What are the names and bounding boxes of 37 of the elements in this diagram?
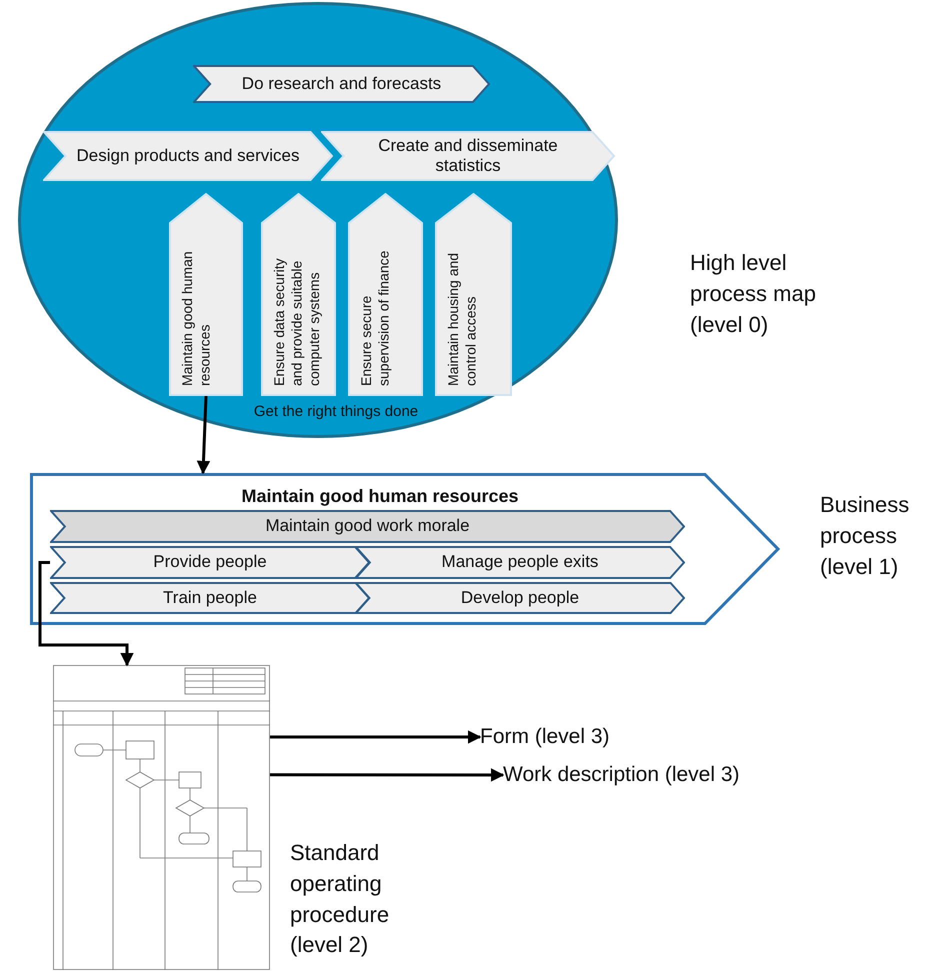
- process-label: Maintain good work morale: [264, 515, 471, 538]
- process-label: Train people: [162, 586, 258, 609]
- pillar-banner: [261, 193, 336, 396]
- arrow: [38, 561, 134, 666]
- pillar-banner: [348, 193, 423, 396]
- flowchart-document-drawing: [53, 665, 270, 970]
- step-banner: [321, 131, 615, 181]
- process-label: Design products and services: [75, 144, 300, 167]
- step-banner: [43, 131, 333, 181]
- step-banner: [50, 546, 370, 579]
- process-label: Provide people: [152, 551, 268, 574]
- process-label: Maintain housing and control access: [445, 252, 480, 386]
- step-banner: [355, 582, 685, 614]
- process-label: Develop people: [460, 586, 580, 609]
- level-text: Work description (level 3): [503, 762, 741, 788]
- process-label: Manage people exits: [440, 551, 600, 574]
- process-label: Ensure secure supervision of finance: [358, 250, 392, 386]
- arrow: [270, 730, 482, 744]
- process-title: Maintain good human resources: [240, 485, 520, 508]
- process-label: Do research and forecasts: [240, 72, 442, 95]
- process-label: Create and disseminate statistics: [377, 134, 559, 177]
- level-caption: Business process (level 1): [820, 491, 910, 581]
- pillar-banner: [435, 193, 512, 396]
- process-label: Maintain good human resources: [179, 250, 214, 386]
- map-caption: Get the right things done: [252, 402, 420, 422]
- process-label: Ensure data security and provide suitable computer systems: [271, 257, 323, 386]
- step-banner: [50, 510, 685, 543]
- level-caption: High level process map (level 0): [690, 249, 817, 339]
- step-banner: [50, 582, 370, 614]
- process-frame: [30, 473, 780, 625]
- level-caption: Standard operating procedure (level 2): [290, 839, 390, 960]
- arrow: [196, 396, 210, 474]
- level-text: Form (level 3): [480, 724, 611, 750]
- pillar-banner: [169, 193, 243, 396]
- step-banner: [355, 546, 685, 579]
- arrow: [270, 768, 504, 782]
- step-banner: [193, 65, 490, 103]
